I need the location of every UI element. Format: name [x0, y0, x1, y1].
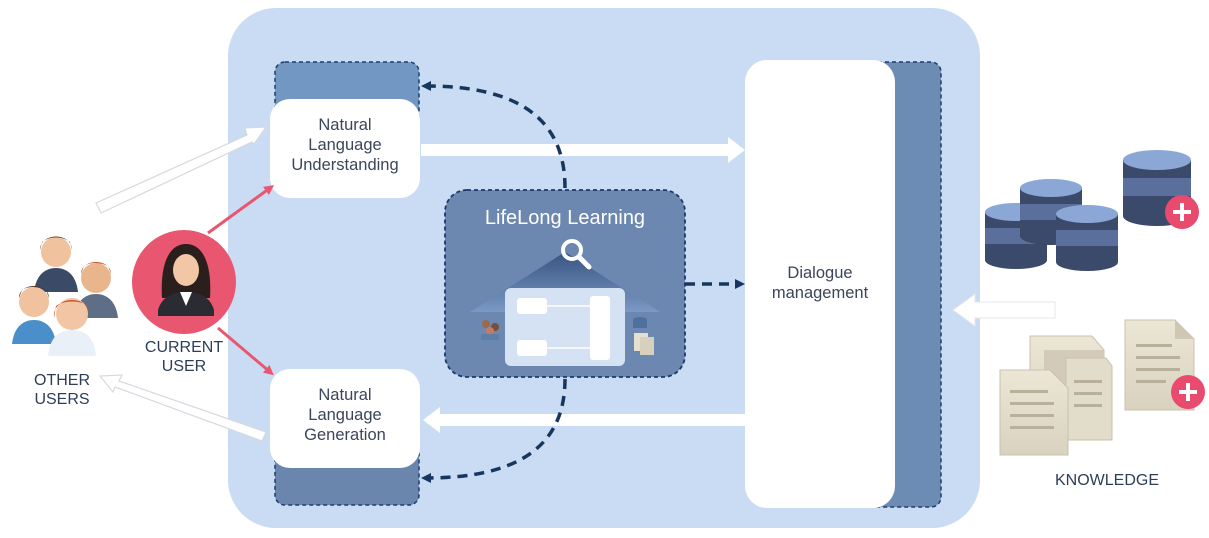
- dashed-arrow-to-nlu: [421, 81, 567, 189]
- person-icon: [12, 286, 56, 344]
- nlg-label-line-3: Generation: [304, 425, 386, 444]
- mini-users-icon: [481, 320, 499, 340]
- current-user-line-2: USER: [161, 358, 207, 376]
- nlu-label-line-1: Natural: [318, 116, 372, 134]
- arrow-user-to-nlg: [217, 326, 274, 376]
- nlg-label-line-1: Natural: [318, 386, 372, 404]
- nlu-label-line-3: Understanding: [291, 155, 399, 174]
- dialogue-label-line-1: Dialogue: [787, 264, 853, 282]
- dialogue-management-box[interactable]: [745, 60, 895, 508]
- current-user-avatar: [132, 230, 236, 334]
- arrow-nlu-to-dialogue: [421, 137, 745, 163]
- dashed-arrow-to-nlg: [421, 378, 567, 483]
- document-icon: [999, 369, 1069, 456]
- dialogue-label-line-2: management: [771, 283, 869, 302]
- nlu-box[interactable]: [270, 99, 420, 198]
- nlg-box[interactable]: [270, 369, 420, 468]
- plus-icon: [1165, 195, 1199, 229]
- database-icon: [1056, 205, 1118, 271]
- other-users-label: OTHER USERS: [2, 371, 122, 409]
- other-users-line-2: USERS: [34, 391, 90, 409]
- person-icon: [34, 236, 78, 292]
- person-icon: [48, 298, 96, 356]
- dialogue-label: Dialogue management: [745, 264, 895, 304]
- arrow-user-to-nlu: [207, 185, 275, 235]
- other-users-line-1: OTHER: [34, 372, 90, 389]
- current-user-label: CURRENT USER: [124, 338, 244, 376]
- mini-knowledge-icon: [633, 317, 654, 355]
- arrow-dialogue-to-nlg: [423, 407, 745, 433]
- current-user-line-1: CURRENT: [144, 339, 224, 356]
- magnifier-icon: [561, 239, 592, 270]
- nlg-label: Natural Language Generation: [270, 386, 420, 445]
- arrow-knowledge-to-dialogue: [952, 293, 1056, 327]
- mini-nlg: [517, 340, 547, 356]
- nlu-label: Natural Language Understanding: [270, 116, 420, 175]
- document-icon: [1065, 357, 1113, 441]
- mini-dialogue: [590, 296, 610, 360]
- nlu-label-line-2: Language: [308, 135, 382, 154]
- mini-nlu: [517, 298, 547, 314]
- knowledge-label: KNOWLEDGE: [1054, 472, 1159, 489]
- other-users-group: [12, 236, 118, 356]
- plus-icon: [1171, 375, 1205, 409]
- arrow-nlg-to-users: [98, 374, 267, 442]
- arrow-users-to-nlu: [95, 126, 268, 214]
- lifelong-learning-title: LifeLong Learning: [484, 207, 646, 229]
- nlg-label-line-2: Language: [308, 405, 382, 424]
